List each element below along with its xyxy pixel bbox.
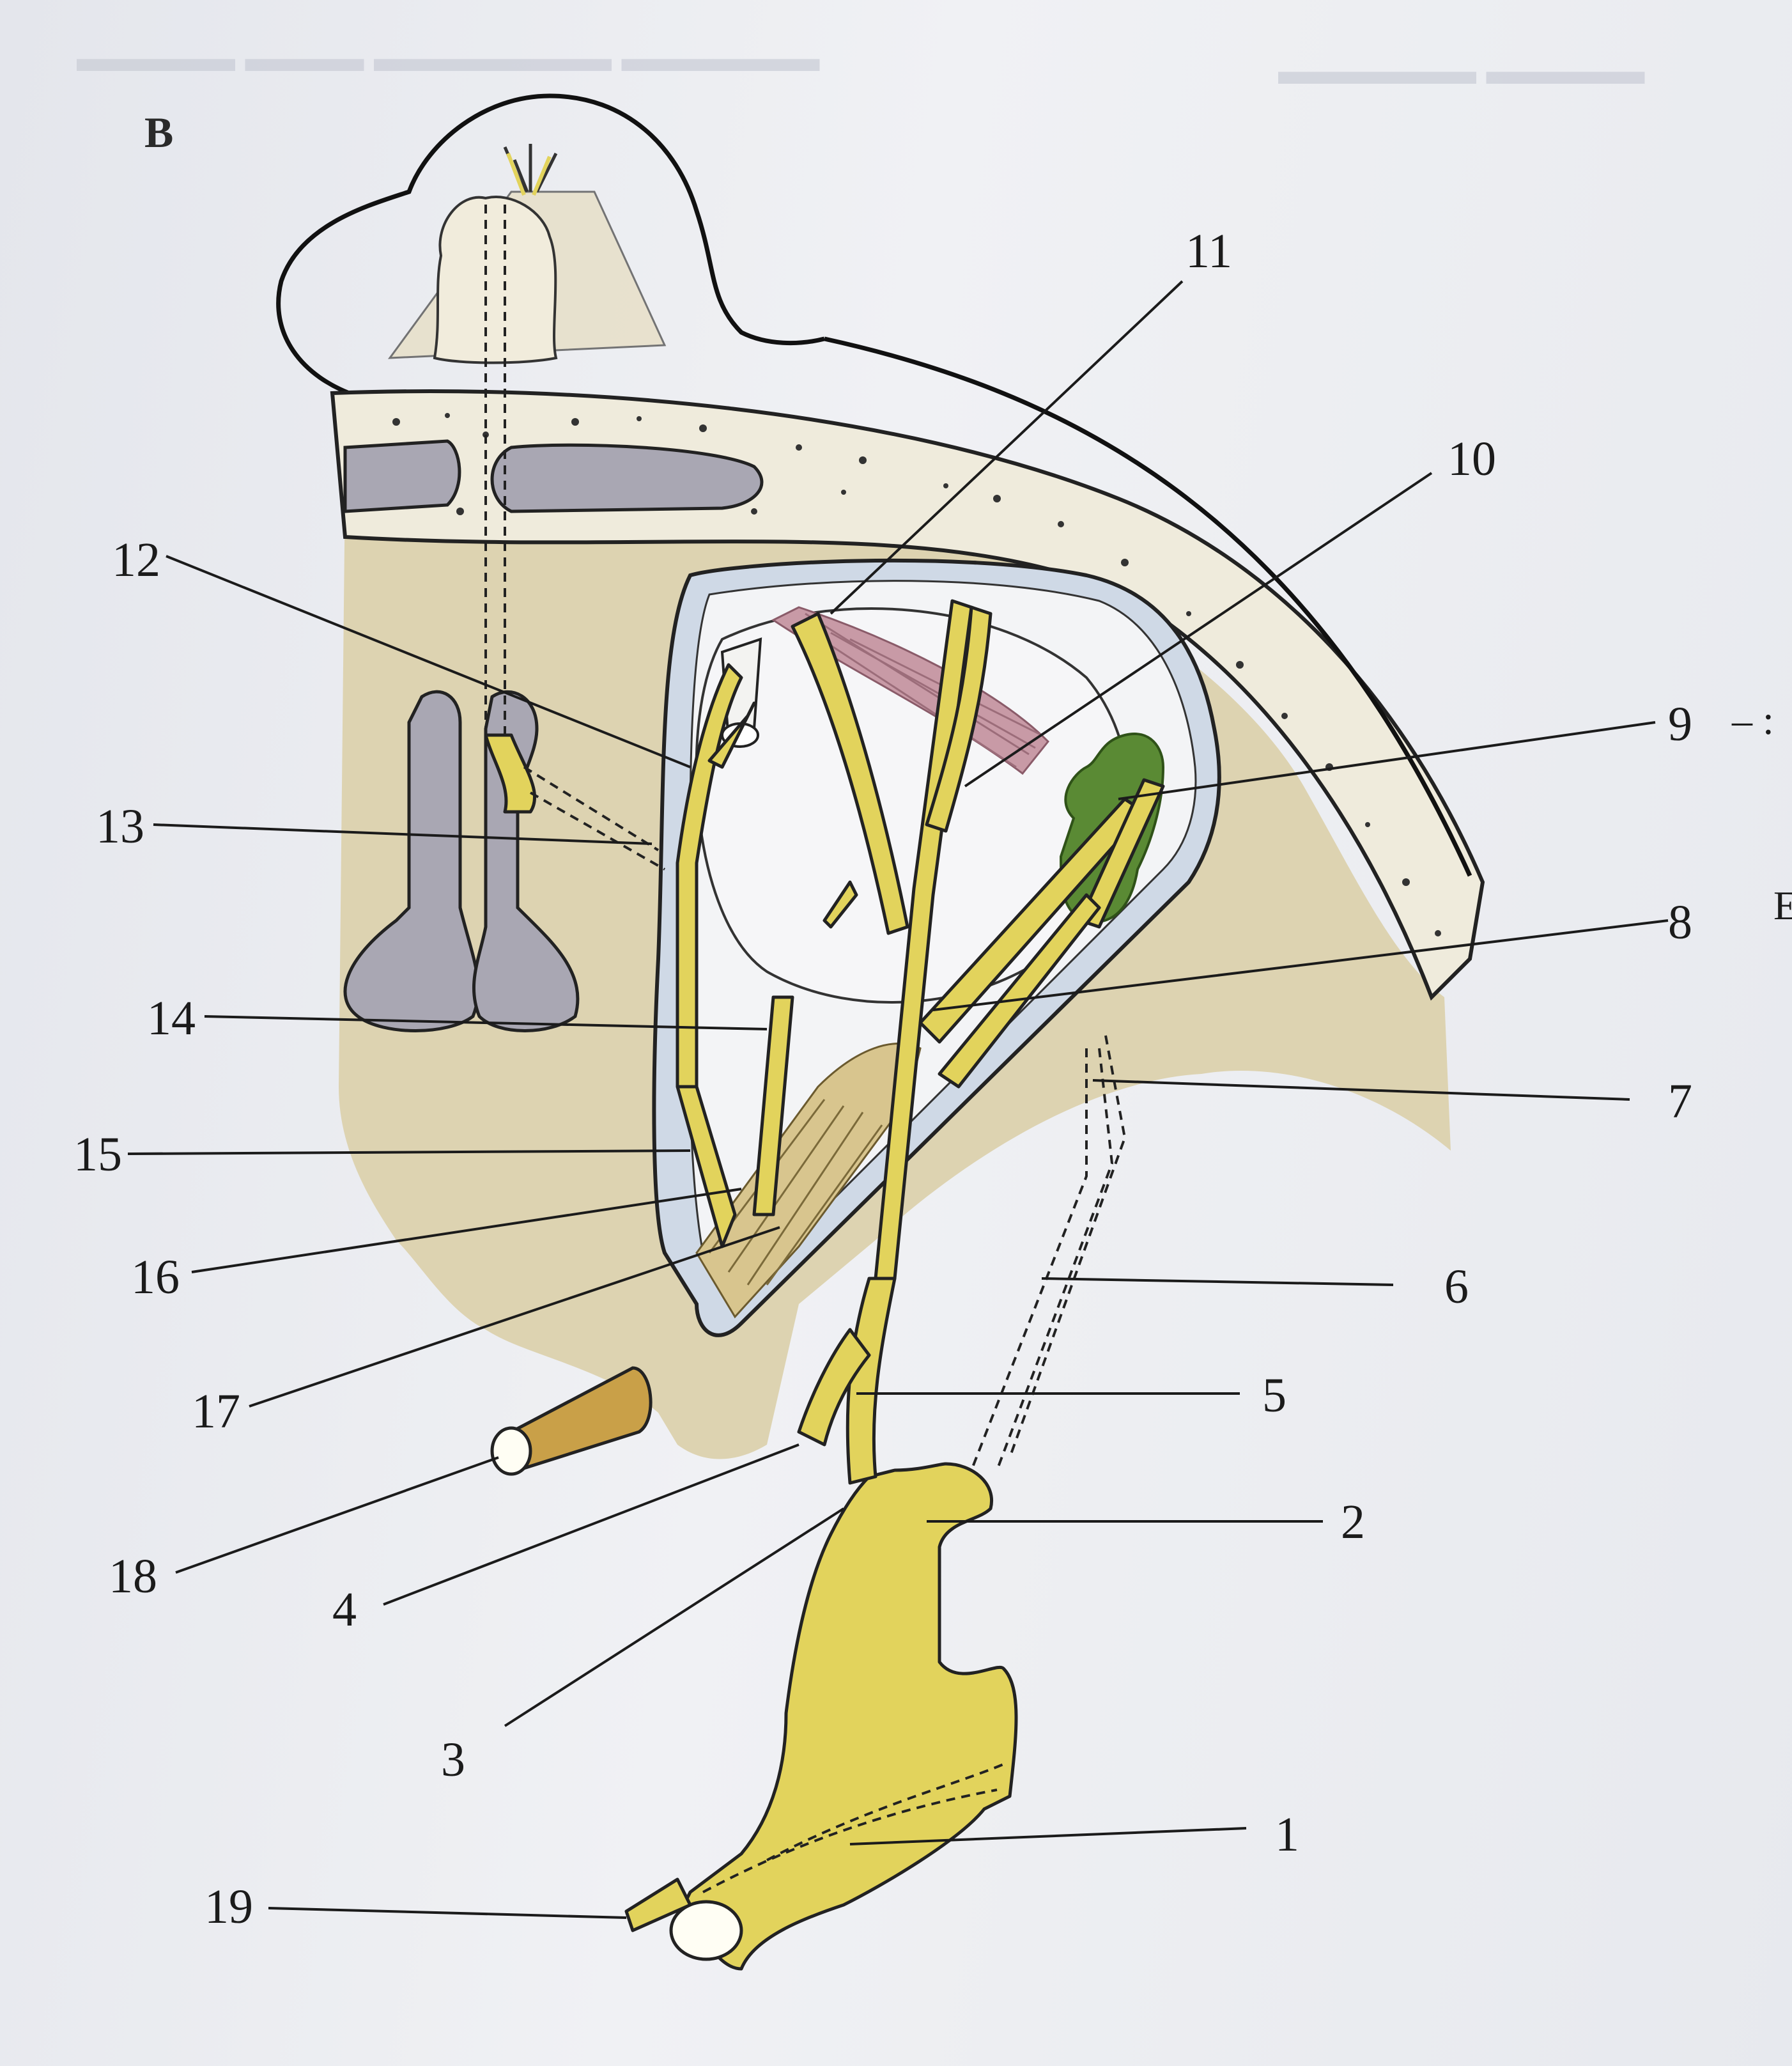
label-17: 17 [192,1385,240,1438]
leader-line-12 [166,555,691,768]
leader-line-14 [204,1015,768,1030]
nerve-branch-14 [752,995,794,1216]
label-19: 19 [205,1880,253,1934]
label-10: 10 [1448,432,1496,486]
trigeminal-nerve-system [484,599,1165,1971]
skull-outer-curve [824,336,1472,877]
zygomatic-nerve-18-end [490,1426,532,1476]
frontal-sinus-right [490,443,764,513]
leader-line-17 [249,1226,780,1408]
panel-letter: B [144,108,174,157]
bone-speckles [392,413,1441,936]
leader-line-13 [153,823,653,845]
leader-line-7 [1092,1079,1630,1101]
label-13: 13 [96,800,144,853]
nerve-branch-13 [484,733,537,814]
margin-letter-e: E [1773,883,1792,928]
label-18: 18 [109,1550,157,1603]
nerve-branch-12 [676,663,743,1089]
olfactory-filaments-yellow [506,152,552,196]
label-6: 6 [1444,1260,1469,1314]
nasal-cavity-left [343,690,480,1032]
label-8: 8 [1668,896,1692,949]
leader-line-9 [1118,721,1656,800]
nerve-branch-4 [797,1328,871,1447]
leader-lines [127,280,1669,1919]
nerve-branch-upper-left [707,701,756,769]
label-11: 11 [1186,224,1233,278]
leader-line-8 [932,919,1669,1011]
olfactory-dashed [484,205,506,735]
nerve-branch-10 [925,605,993,833]
label-15: 15 [73,1128,122,1181]
label-4: 4 [332,1583,357,1636]
leader-line-18 [175,1456,499,1574]
rectus-striations [805,612,1042,768]
label-16: 16 [131,1250,180,1304]
nerve-branch-8 [938,893,1101,1089]
label-12: 12 [112,533,160,587]
nerve-branch-9 [1078,778,1165,929]
leader-line-11 [830,280,1184,615]
leader-line-6 [1041,1277,1394,1286]
label-1: 1 [1275,1808,1299,1861]
dashed-pathways [484,205,1127,1893]
trigeminal-ganglion [682,1462,1018,1971]
leader-line-4 [383,1443,799,1606]
leader-line-16 [191,1188,742,1273]
nose-outline [276,93,825,399]
leader-line-15 [127,1149,691,1155]
ethmoid-dashed [523,766,665,871]
small-nerve-19 [624,1877,692,1932]
frontal-sinus-left [343,439,461,513]
leader-line-3 [504,1507,845,1727]
nerve-trunk [846,1277,897,1485]
nerve-6-dashed [970,1048,1114,1471]
leader-line-10 [964,472,1433,788]
leader-line-19 [268,1907,627,1919]
trigeminal-root-end [669,1900,743,1961]
ghost-text-block: ▬▬▬▬ ▬▬▬ ▬▬▬▬▬▬ ▬▬▬▬▬ [77,36,820,80]
label-9: 9 [1668,697,1692,751]
label-2: 2 [1341,1495,1365,1549]
nerve-branch-11 [791,612,909,935]
rectus-muscle [771,606,1050,775]
olfactory-bulb [433,196,558,364]
margin-dash: – : [1732,697,1774,743]
nerve-7-dashed [1008,1035,1127,1458]
label-7: 7 [1668,1075,1692,1128]
cranial-base-bone [330,389,1485,1001]
label-14: 14 [147,991,196,1045]
ganglion-dashed [702,1763,1004,1893]
nerve-branch-mid [823,880,858,929]
ghost-text-block: ▬▬▬▬▬ ▬▬▬▬ [1278,49,1645,93]
leader-line-1 [849,1827,1247,1845]
label-3: 3 [441,1733,465,1787]
zygomatic-nerve-18 [509,1366,653,1473]
label-5: 5 [1262,1369,1286,1422]
